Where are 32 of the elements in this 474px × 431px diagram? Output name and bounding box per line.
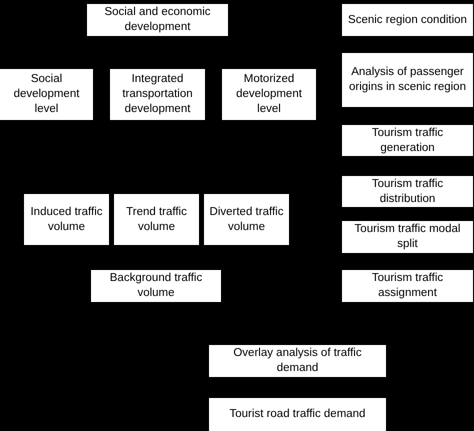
box-label: Induced traffic volume <box>29 204 104 234</box>
process-box <box>87 4 228 36</box>
process-box <box>209 345 386 377</box>
process-box <box>222 69 316 120</box>
box-label: Tourism traffic distribution <box>370 176 444 206</box>
process-box <box>342 4 473 36</box>
box-label: Diverted traffic volume <box>208 204 284 234</box>
box-label: Integrated transportation development <box>121 72 194 117</box>
box-label: Scenic region condition <box>348 12 467 28</box>
box-label: Background traffic volume <box>108 271 204 301</box>
box-label: Overlay analysis of traffic demand <box>232 346 363 376</box>
process-box <box>114 194 199 245</box>
process-box <box>342 176 473 207</box>
process-box <box>342 270 473 302</box>
process-box <box>342 221 473 253</box>
process-box <box>342 53 473 107</box>
box-label: Analysis of passenger origins in scenic region <box>348 65 467 95</box>
process-box <box>110 69 205 120</box>
box-label: Tourism traffic modal split <box>354 222 462 252</box>
process-box <box>0 69 93 120</box>
process-box <box>91 270 221 302</box>
box-label: Tourism traffic assignment <box>370 271 444 301</box>
process-box <box>209 398 386 431</box>
box-label: Social and economic development <box>103 5 212 35</box>
process-box <box>342 125 473 156</box>
box-label: Tourist road traffic demand <box>230 407 366 422</box>
box-label: Social development level <box>12 72 80 117</box>
box-label: Motorized development level <box>235 72 303 117</box>
box-label: Trend traffic volume <box>125 204 188 234</box>
process-box <box>24 194 109 245</box>
box-label: Tourism traffic generation <box>370 126 444 156</box>
process-box <box>204 194 289 245</box>
